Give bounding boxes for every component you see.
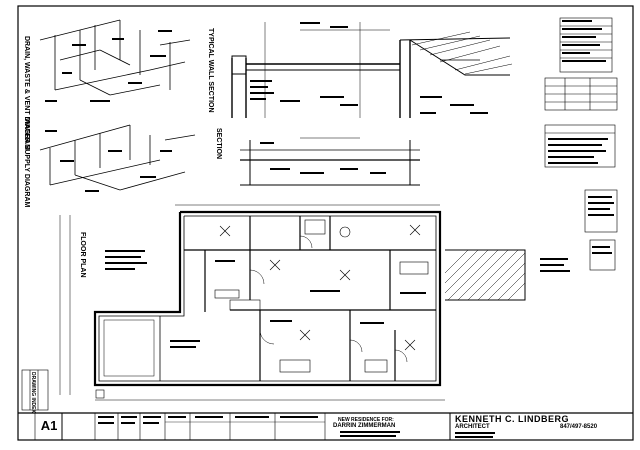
schedules xyxy=(544,17,618,271)
wall-section-title: TYPICAL WALL SECTION xyxy=(207,28,214,113)
section-title: SECTION xyxy=(215,128,222,160)
deck-hatch xyxy=(444,249,526,301)
dwv-diagram xyxy=(39,19,191,96)
section-drawing xyxy=(240,137,420,186)
floor-plan xyxy=(59,204,445,401)
project-title-line2: DARRIN ZIMMERMAN xyxy=(333,423,396,429)
wall-section-hatch xyxy=(411,31,513,75)
drawing-index-title: DRAWING INDEX xyxy=(30,372,36,413)
architect-name: KENNETH C. LINDBERG xyxy=(455,414,570,424)
wall-section-drawing xyxy=(231,22,511,118)
project-title-line1: NEW RESIDENCE FOR: xyxy=(338,417,394,423)
floor-plan-title: FLOOR PLAN xyxy=(79,232,86,278)
drawing-index-box xyxy=(21,369,49,411)
water-supply-diagram-title: WATER SUPPLY DIAGRAM xyxy=(23,118,30,208)
title-block xyxy=(18,412,633,440)
water-supply-diagram xyxy=(39,124,196,191)
architect-label: ARCHITECT xyxy=(455,424,490,430)
architect-phone: 847/497-8520 xyxy=(560,424,598,430)
sheet-number: A1 xyxy=(40,418,58,433)
